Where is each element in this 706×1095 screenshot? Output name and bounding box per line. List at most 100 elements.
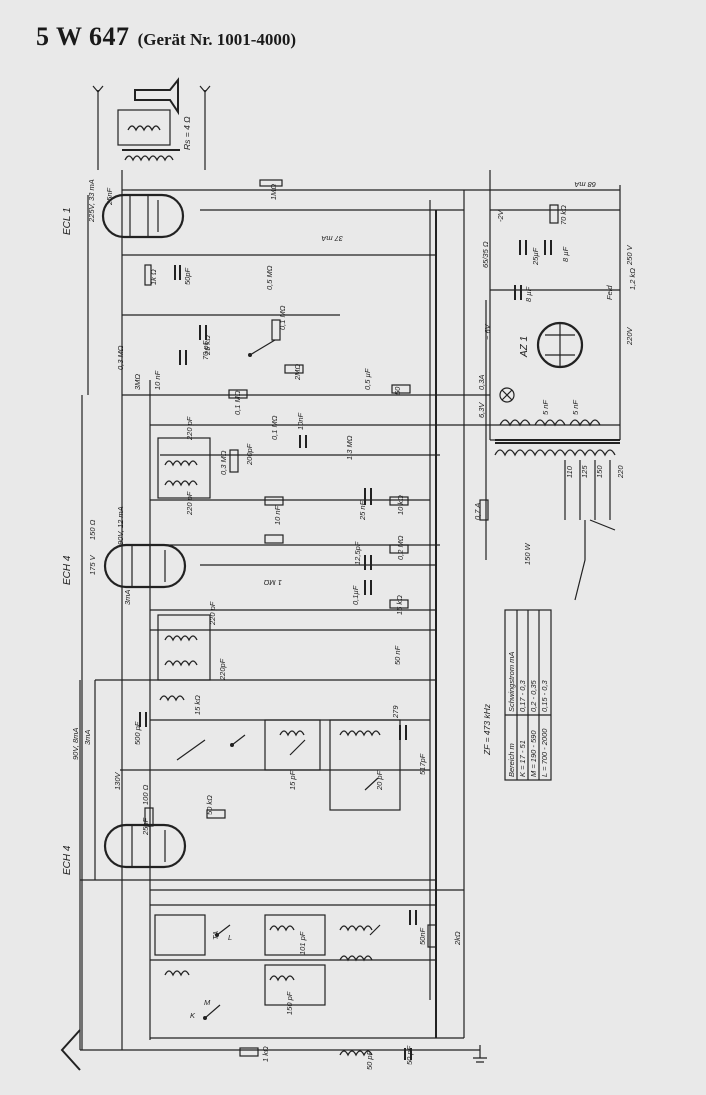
label-2m: 2MΩ bbox=[293, 364, 302, 381]
label-50pf: 50pF bbox=[183, 267, 192, 285]
label-3ma: 3mA bbox=[123, 590, 132, 605]
capacitors bbox=[139, 240, 552, 1060]
tube-ecl1: ECL 1 225V, 33 mA 25nF bbox=[62, 179, 185, 239]
label-50nf: 50 nF bbox=[393, 645, 402, 665]
label-101pf: 101 pF bbox=[298, 931, 307, 955]
table-row-m-current: 0,2 - 0,35 bbox=[529, 679, 538, 712]
label-1m2: 1 MΩ bbox=[263, 578, 282, 587]
label-68ma: 68 mA bbox=[574, 180, 596, 189]
label-10k: 10 kΩ bbox=[396, 495, 405, 515]
table-row-k-range: K = 17 - 51 bbox=[518, 740, 527, 777]
label-70pf: 70 pF bbox=[201, 340, 210, 360]
label-03m-b: 0,3 MΩ bbox=[219, 450, 228, 475]
if-coils bbox=[157, 437, 211, 702]
label-90v-12ma: 90V, 12 mA bbox=[116, 506, 125, 545]
label-15k: 15 kΩ bbox=[395, 595, 404, 615]
label-175v: 175 V bbox=[88, 554, 97, 575]
label-220v: 220V bbox=[625, 326, 634, 346]
label-01uf: 0,1µF bbox=[351, 585, 360, 605]
label-50k: 50 kΩ bbox=[205, 795, 214, 815]
label-8uf-b: 8 µF bbox=[524, 286, 533, 302]
label-03m: 0,3 MΩ bbox=[116, 345, 125, 370]
label-pot13: 1,3 MΩ bbox=[345, 435, 354, 460]
label-minus2v: -2V bbox=[496, 209, 505, 222]
label-01m-c: 0,1 MΩ bbox=[270, 415, 279, 440]
label-25pf: 25pF bbox=[141, 817, 150, 836]
component-labels: 1MΩ 68 mA 37 mA -2V 70 kΩ 65/35 Ω 25µF 8… bbox=[71, 180, 637, 1070]
device-range: (Gerät Nr. 1001-4000) bbox=[137, 30, 297, 49]
label-10nf-c: 10 nF bbox=[273, 505, 282, 525]
label-1m: 1MΩ bbox=[269, 184, 278, 200]
label-10nf-b: 10nF bbox=[296, 412, 305, 430]
label-3m: 3MΩ bbox=[133, 374, 142, 390]
label-100ohm: 100 Ω bbox=[141, 784, 150, 805]
label-220pf-a: 220 pF bbox=[185, 416, 194, 441]
rf-coils bbox=[154, 719, 401, 1057]
horizontal-wires bbox=[80, 189, 620, 1051]
label-fuse: 0,7 A bbox=[473, 503, 482, 520]
label-1k-b: 1 kΩ bbox=[261, 1046, 270, 1062]
label-50pf-c: 50 pF bbox=[365, 1050, 374, 1070]
tube-ech4-mid: ECH 4 bbox=[62, 543, 187, 589]
label-2k: 2kΩ bbox=[453, 931, 462, 946]
label-90v-8ma: 90V, 8mA bbox=[71, 728, 80, 760]
bus-lines bbox=[79, 170, 621, 1050]
table-row-k-current: 0,17 - 0,3 bbox=[518, 679, 527, 712]
label-150w: 150 W bbox=[523, 542, 532, 565]
speaker-resistance-label: Rs = 4 Ω bbox=[182, 116, 192, 150]
label-01m-a: 0,1 MΩ bbox=[278, 305, 287, 330]
label-25nf-top: 25nF bbox=[105, 187, 114, 206]
label-150pf: 150 pF bbox=[285, 991, 294, 1015]
label-50nf-b: 50nF bbox=[418, 927, 427, 945]
label-switch-k: K bbox=[190, 1011, 196, 1020]
label-1k: 1k Ω bbox=[149, 269, 158, 285]
label-15k-b: 15 kΩ bbox=[193, 695, 202, 715]
label-220pf-d: 220pF bbox=[218, 658, 227, 681]
speaker: Rs = 4 Ω bbox=[92, 77, 211, 170]
label-10nf-a: 10 nF bbox=[153, 370, 162, 390]
label-25k: 25 kΩ bbox=[203, 335, 212, 356]
label-8uf-a: 8 µF bbox=[561, 246, 570, 262]
antenna-ground bbox=[60, 1029, 487, 1071]
label-02m: 0,2 MΩ bbox=[396, 535, 405, 560]
tube-label-ecl1: ECL 1 bbox=[62, 207, 73, 235]
tube-label-ech4-mid: ECH 4 bbox=[62, 555, 73, 585]
table-row-l-current: 0,15 - 0,3 bbox=[540, 679, 549, 712]
table-row-l-range: L = 700 - 2000 bbox=[540, 728, 549, 777]
label-01m-b: 0,1 MΩ bbox=[233, 390, 242, 415]
label-20pf: 20 pF bbox=[375, 770, 384, 791]
label-125pf: 12,5pF bbox=[353, 541, 362, 565]
label-switch-m: M bbox=[204, 998, 211, 1007]
label-220: 220 bbox=[616, 465, 625, 479]
label-150: 150 bbox=[595, 465, 604, 478]
table-row-m-range: M = 190 - 590 bbox=[529, 730, 538, 777]
label-zf: ZF = 473 kHz bbox=[482, 703, 492, 756]
label-517pf: 517pF bbox=[418, 753, 427, 775]
label-03a: 0,3A bbox=[477, 375, 486, 390]
label-05m: 0,5 MΩ bbox=[265, 265, 274, 290]
wave-switches bbox=[203, 339, 381, 1020]
label-125: 125 bbox=[580, 465, 589, 478]
schematic-title: 5 W 647 (Gerät Nr. 1001-4000) bbox=[36, 22, 296, 52]
label-25nf: 25 nF bbox=[358, 500, 367, 521]
label-minus6v: ~ 6V bbox=[483, 323, 492, 340]
label-220pf-b: 220 pF bbox=[185, 491, 194, 516]
label-5nf-b: 5 nF bbox=[571, 400, 580, 415]
label-220pf-c: 220 pF bbox=[208, 601, 217, 626]
label-05uf: 0,5 µF bbox=[363, 368, 372, 390]
label-feld-r: 1,2 kΩ bbox=[628, 268, 637, 290]
table-header-current: Schwingstrom mA bbox=[507, 652, 516, 712]
label-3ma-b: 3mA bbox=[83, 730, 92, 745]
label-5nf-a: 5 nF bbox=[541, 400, 550, 415]
label-225v: 225V, 33 mA bbox=[87, 179, 96, 223]
label-25uf: 25µF bbox=[531, 247, 540, 266]
label-50: 50 bbox=[393, 386, 402, 395]
model-number: 5 W 647 bbox=[36, 22, 130, 51]
label-63v: 6,3V bbox=[477, 402, 486, 418]
label-50pf-b: 50 pF bbox=[405, 1045, 414, 1065]
label-switch-ta: TA bbox=[211, 931, 220, 940]
tube-label-ech4-bottom: ECH 4 bbox=[62, 845, 73, 875]
label-200pf: 200pF bbox=[245, 443, 254, 466]
